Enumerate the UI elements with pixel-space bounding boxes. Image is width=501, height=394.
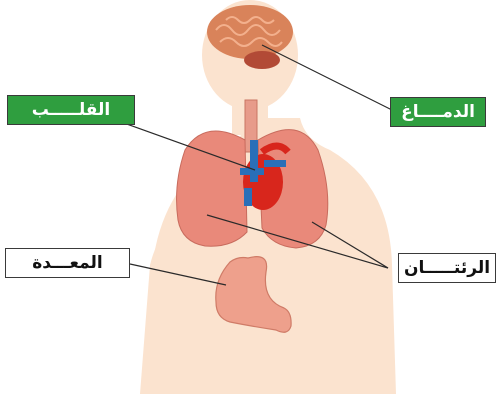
lungs-label: الرئتـــــان <box>398 253 496 283</box>
heart-label: القلـــــب <box>7 95 135 125</box>
brain-label: الدمــــاغ <box>390 97 486 127</box>
stomach-label: المعـــدة <box>5 248 130 278</box>
